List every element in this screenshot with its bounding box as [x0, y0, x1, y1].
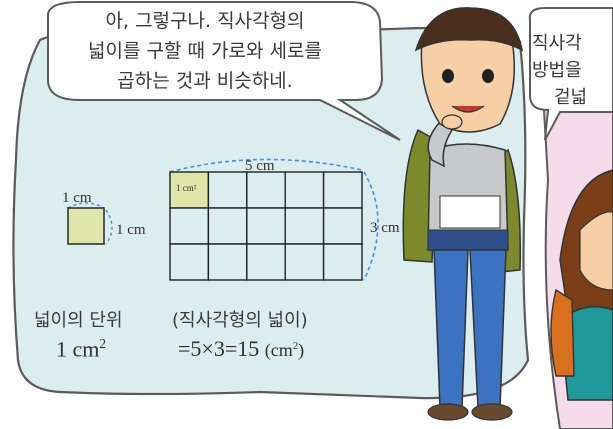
rect-caption-title: (직사각형의 넓이) [172, 310, 308, 331]
grid-cell [284, 171, 325, 209]
grid-cell [207, 207, 248, 245]
rect-caption-formula: =5×3=15 (cm2) [178, 336, 304, 362]
rect-unit-open: (cm [264, 340, 293, 360]
top-dimension-arc [169, 158, 363, 173]
rect-formula-unit: (cm2) [265, 340, 304, 360]
grid-cell [246, 207, 286, 245]
grid-cell [322, 243, 363, 281]
speech-text-left: 아, 그렇구나. 직사각형의 넓이를 구할 때 가로와 세로를 곱하는 것과 비… [40, 6, 370, 96]
area-grid [169, 171, 363, 281]
unit-top-label: 1 cm [62, 190, 92, 206]
grid-cell [246, 243, 286, 281]
speech-line-2: 넓이를 구할 때 가로와 세로를 [88, 40, 322, 62]
unit-side-label: 1 cm [116, 222, 146, 238]
grid-height-label: 3 cm [370, 220, 400, 236]
unit-top-arc [67, 202, 105, 209]
speech-right-line-1: 직사각 [532, 33, 582, 54]
boy-character [402, 7, 524, 421]
unit-value-exp: 2 [99, 336, 106, 351]
speech-right-line-2: 방법을 [532, 60, 582, 81]
speech-line-1: 아, 그렇구나. 직사각형의 [105, 10, 305, 32]
unit-caption-title: 넓이의 단위 [34, 310, 123, 331]
grid-cell-label: 1 cm² [176, 183, 197, 193]
grid-cell [169, 207, 210, 245]
grid-cell [207, 171, 248, 209]
grid-cell [322, 207, 363, 245]
speech-text-right: 직사각 방법을 겉넓 [532, 30, 613, 111]
unit-square [67, 207, 105, 245]
unit-value-text: 1 cm [56, 336, 100, 362]
grid-cell [169, 171, 210, 209]
grid-cell [246, 171, 286, 209]
girl-character [550, 169, 613, 401]
speech-line-3: 곱하는 것과 비슷하네. [117, 70, 293, 92]
rect-unit-close: ) [298, 340, 305, 360]
rect-formula-text: =5×3=15 [178, 336, 260, 361]
unit-side-arc [105, 209, 113, 245]
grid-width-label: 5 cm [245, 158, 275, 174]
rect-unit-exp: 2 [292, 340, 299, 352]
speech-bubble-right [528, 7, 613, 141]
grid-cell [322, 171, 363, 209]
grid-cell [169, 243, 210, 281]
grid-cell [284, 207, 325, 245]
grid-cell [207, 243, 248, 281]
unit-caption-value: 1 cm2 [56, 336, 106, 362]
speech-right-line-3: 겉넓 [554, 87, 588, 108]
grid-cell [284, 243, 325, 281]
speech-bubble-left [47, 0, 401, 141]
side-dimension-arc [363, 171, 379, 281]
